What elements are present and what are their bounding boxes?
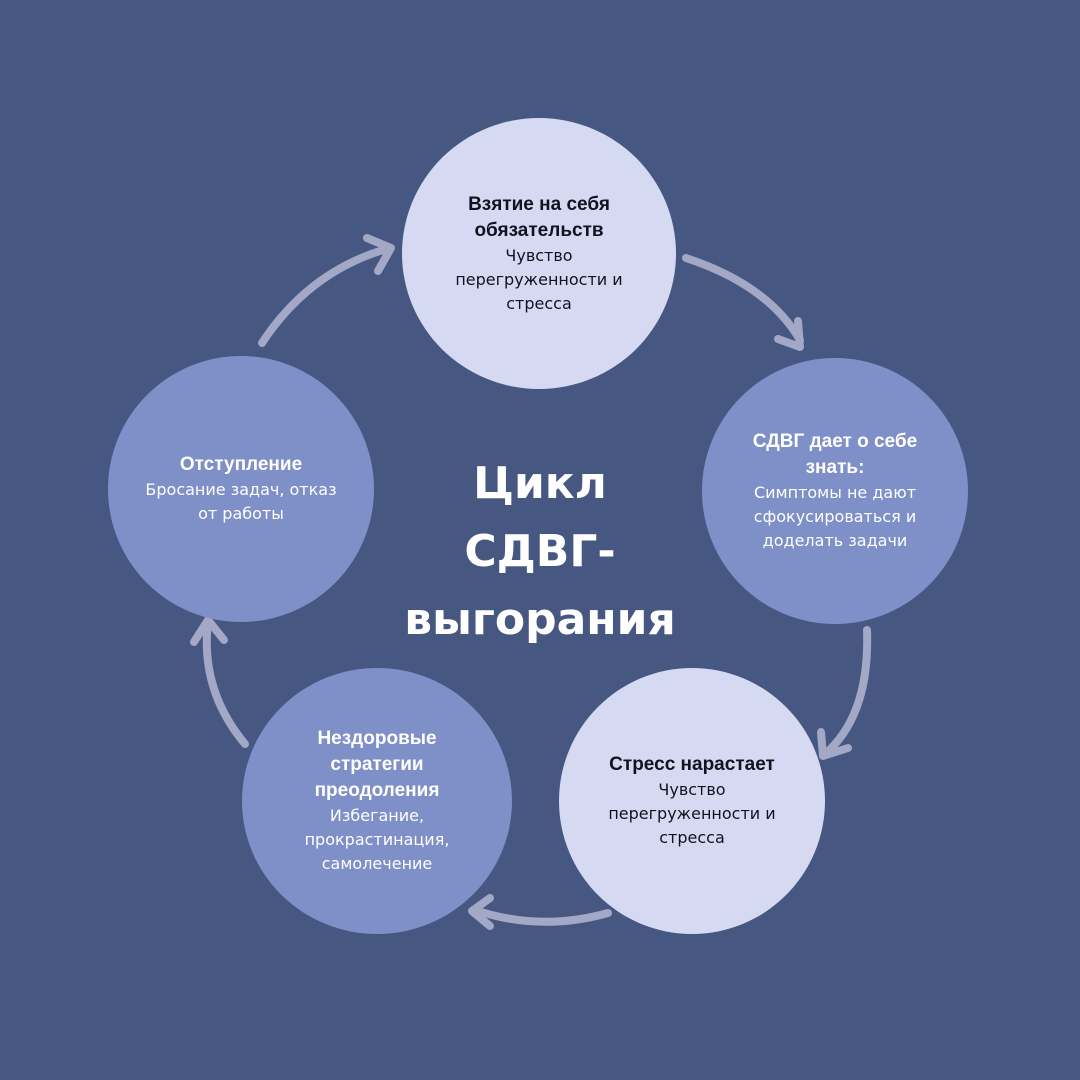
arrow-commitments-to-symptoms [682,254,804,351]
diagram-title-line: СДВГ- [464,526,616,577]
node-title: Взятие на себя обязательств [468,193,610,241]
node-retreat: Отступление Бросание задач, отказ от раб… [108,356,374,622]
node-description: Чувство перегруженности и стресса [455,245,623,313]
arrow-stress-to-unhealthy-coping [468,894,612,930]
node-description: Симптомы не дают сфокусироваться и додел… [753,483,917,550]
node-unhealthy-coping: Нездоровые стратегии преодоления Избеган… [242,668,512,934]
arrow-symptoms-to-stress [817,626,872,760]
diagram-title-line: Цикл [473,458,607,509]
node-title: Нездоровые стратегии преодоления [314,728,440,801]
node-title: Стресс нарастает [609,754,775,775]
arrow-unhealthy-coping-to-retreat [190,616,249,748]
node-description: Избегание, прокрастинация, самолечение [304,806,450,873]
arrow-retreat-to-commitments [258,234,395,347]
node-title: СДВГ дает о себе знать: [752,431,918,478]
node-adhd-symptoms: СДВГ дает о себе знать: Симптомы не дают… [702,358,968,624]
node-stress-builds: Стресс нарастает Чувство перегруженности… [559,668,825,934]
node-title: Отступление [179,454,303,475]
diagram-title: Цикл СДВГ- выгорания [380,450,700,654]
node-taking-on-commitments: Взятие на себя обязательств Чувство пере… [402,118,676,389]
node-description: Бросание задач, отказ от работы [145,480,337,523]
diagram-title-line: выгорания [404,594,676,645]
node-description: Чувство перегруженности и стресса [608,780,776,847]
